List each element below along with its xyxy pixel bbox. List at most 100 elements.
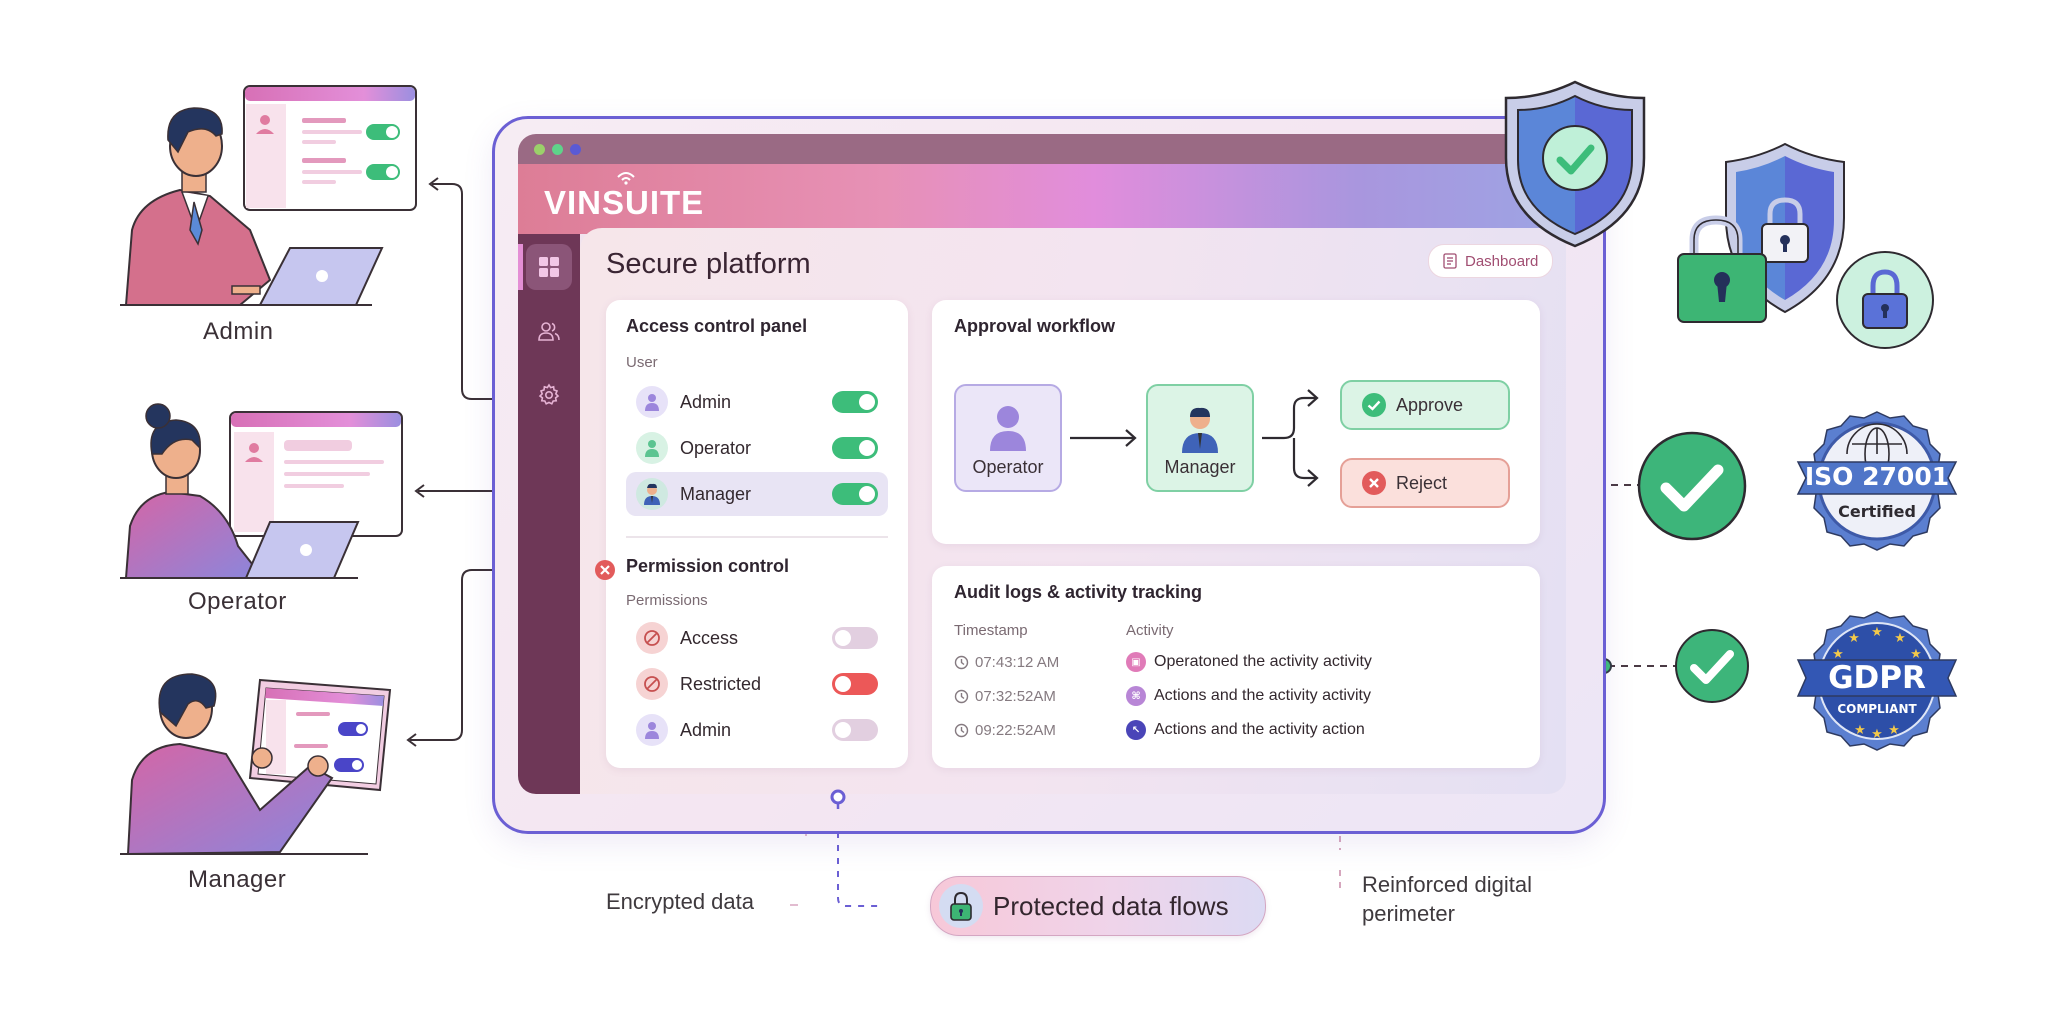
workflow-node-manager[interactable]: Manager [1146, 384, 1254, 492]
audit-timestamp: 07:43:12 AM [954, 654, 1059, 671]
lock-circle [1836, 251, 1934, 349]
window-dot-1[interactable] [534, 144, 545, 155]
operator-mini-window [229, 411, 403, 537]
iso-27001-badge: ISO 27001 Certified [1792, 406, 1962, 556]
workflow-node-label: Manager [1164, 457, 1236, 477]
permission-toggle-admin[interactable] [832, 719, 878, 741]
eu-stars: ★★★ ★★ ★★★ [1832, 624, 1922, 741]
shield-check-icon [1504, 80, 1646, 248]
approve-button[interactable]: Approve [1340, 380, 1510, 430]
lock-green [1677, 215, 1767, 323]
x-circle-icon [1362, 471, 1386, 495]
section-divider [626, 536, 888, 538]
persona-admin [110, 80, 430, 310]
dashboard-grid-icon [539, 257, 559, 277]
svg-text:★: ★ [1832, 646, 1844, 661]
activity-text: Actions and the activity action [1154, 721, 1365, 738]
clock-icon [954, 723, 969, 738]
sidebar [518, 234, 580, 794]
permission-label: Admin [680, 719, 732, 740]
user-icon [645, 722, 659, 739]
activity-icon: ▣ [1126, 652, 1146, 672]
audit-activity[interactable]: ▣ Operatoned the activity activity [1126, 652, 1372, 672]
encrypted-dashed [837, 806, 880, 907]
audit-activity[interactable]: ⌘ Actions and the activity activity [1126, 686, 1371, 706]
activity-icon: ↖ [1126, 720, 1146, 740]
main-content: Secure platform Dashboard Access control… [580, 228, 1566, 794]
dashboard-button[interactable]: Dashboard [1428, 244, 1554, 278]
padlock-icon [950, 891, 972, 921]
user-row-admin[interactable]: Admin [626, 380, 888, 424]
user-row-operator[interactable]: Operator [626, 426, 888, 470]
workflow-arrows [1070, 389, 1319, 487]
permission-label: Access [680, 627, 739, 648]
sidebar-item-users[interactable] [526, 308, 572, 354]
approve-label: Approve [1396, 394, 1464, 415]
encrypted-data-label: Encrypted data [606, 889, 754, 914]
avatar [636, 668, 668, 700]
operator-person [124, 403, 262, 579]
user-toggle-admin[interactable] [832, 391, 878, 413]
timestamp-text: 09:22:52AM [975, 722, 1056, 739]
permission-control-title: Permission control [626, 556, 790, 576]
window-dot-3[interactable] [570, 144, 581, 155]
check-circle-icon [1362, 393, 1386, 417]
approval-workflow-card: Approval workflow Operator Manager [932, 300, 1540, 544]
brand-logo[interactable]: VINSUITE [544, 184, 705, 221]
operator-illustration [120, 403, 403, 579]
persona-label-manager: Manager [188, 866, 287, 893]
permission-row-access[interactable]: Access [626, 616, 888, 660]
forbidden-icon [644, 676, 660, 692]
dashboard-button-label: Dashboard [1465, 252, 1539, 270]
page-title: Secure platform [606, 248, 811, 280]
audit-timestamp: 09:22:52AM [954, 722, 1056, 739]
manager-avatar-icon [644, 483, 660, 505]
avatar [636, 622, 668, 654]
admin-connector [432, 183, 508, 400]
avatar [636, 478, 668, 510]
reject-button[interactable]: Reject [1340, 458, 1510, 508]
user-icon [990, 406, 1026, 451]
manager-illustration [120, 673, 392, 856]
permission-toggle-access[interactable] [832, 627, 878, 649]
iso-title: ISO 27001 [1804, 462, 1950, 491]
audit-activity[interactable]: ↖ Actions and the activity action [1126, 720, 1365, 740]
gdpr-subtitle: COMPLIANT [1837, 702, 1917, 716]
sidebar-item-dashboard[interactable] [526, 244, 572, 290]
user-toggle-manager[interactable] [832, 483, 878, 505]
iso-seal-icon [1796, 411, 1958, 551]
persona-operator [110, 396, 430, 586]
settings-gear-icon [538, 383, 560, 405]
permissions-heading: Permissions [626, 592, 708, 609]
app-window: VINSUITE Secure platform [518, 134, 1566, 794]
audit-timestamp: 07:32:52AM [954, 688, 1056, 705]
user-row-manager[interactable]: Manager [626, 472, 888, 516]
user-toggle-operator[interactable] [832, 437, 878, 459]
audit-column-timestamp: Timestamp [954, 622, 1028, 639]
encrypted-node-icon [830, 789, 846, 809]
activity-text: Actions and the activity activity [1154, 687, 1371, 704]
user-icon [645, 394, 659, 411]
audit-column-activity: Activity [1126, 622, 1174, 639]
permission-row-restricted[interactable]: Restricted [626, 662, 888, 706]
svg-text:★: ★ [1888, 722, 1900, 737]
permission-label: Restricted [680, 673, 762, 694]
user-label: Operator [680, 437, 752, 458]
window-dot-2[interactable] [552, 144, 563, 155]
sidebar-item-settings[interactable] [526, 372, 572, 418]
reject-label: Reject [1396, 472, 1448, 493]
avatar [636, 386, 668, 418]
svg-text:★: ★ [1910, 646, 1922, 661]
gdpr-badge: ★★★ ★★ ★★★ GDPR COMPLIANT [1792, 606, 1962, 756]
workflow-title: Approval workflow [954, 316, 1116, 336]
activity-icon: ⌘ [1126, 686, 1146, 706]
lock-white [1761, 197, 1809, 263]
permission-toggle-restricted[interactable] [832, 673, 878, 695]
workflow-node-operator[interactable]: Operator [954, 384, 1062, 492]
avatar [636, 432, 668, 464]
clock-icon [954, 655, 969, 670]
timestamp-text: 07:32:52AM [975, 688, 1056, 705]
permission-row-admin[interactable]: Admin [626, 708, 888, 752]
svg-text:★: ★ [1871, 726, 1883, 741]
protected-data-flows-pill[interactable]: Protected data flows [930, 876, 1266, 936]
